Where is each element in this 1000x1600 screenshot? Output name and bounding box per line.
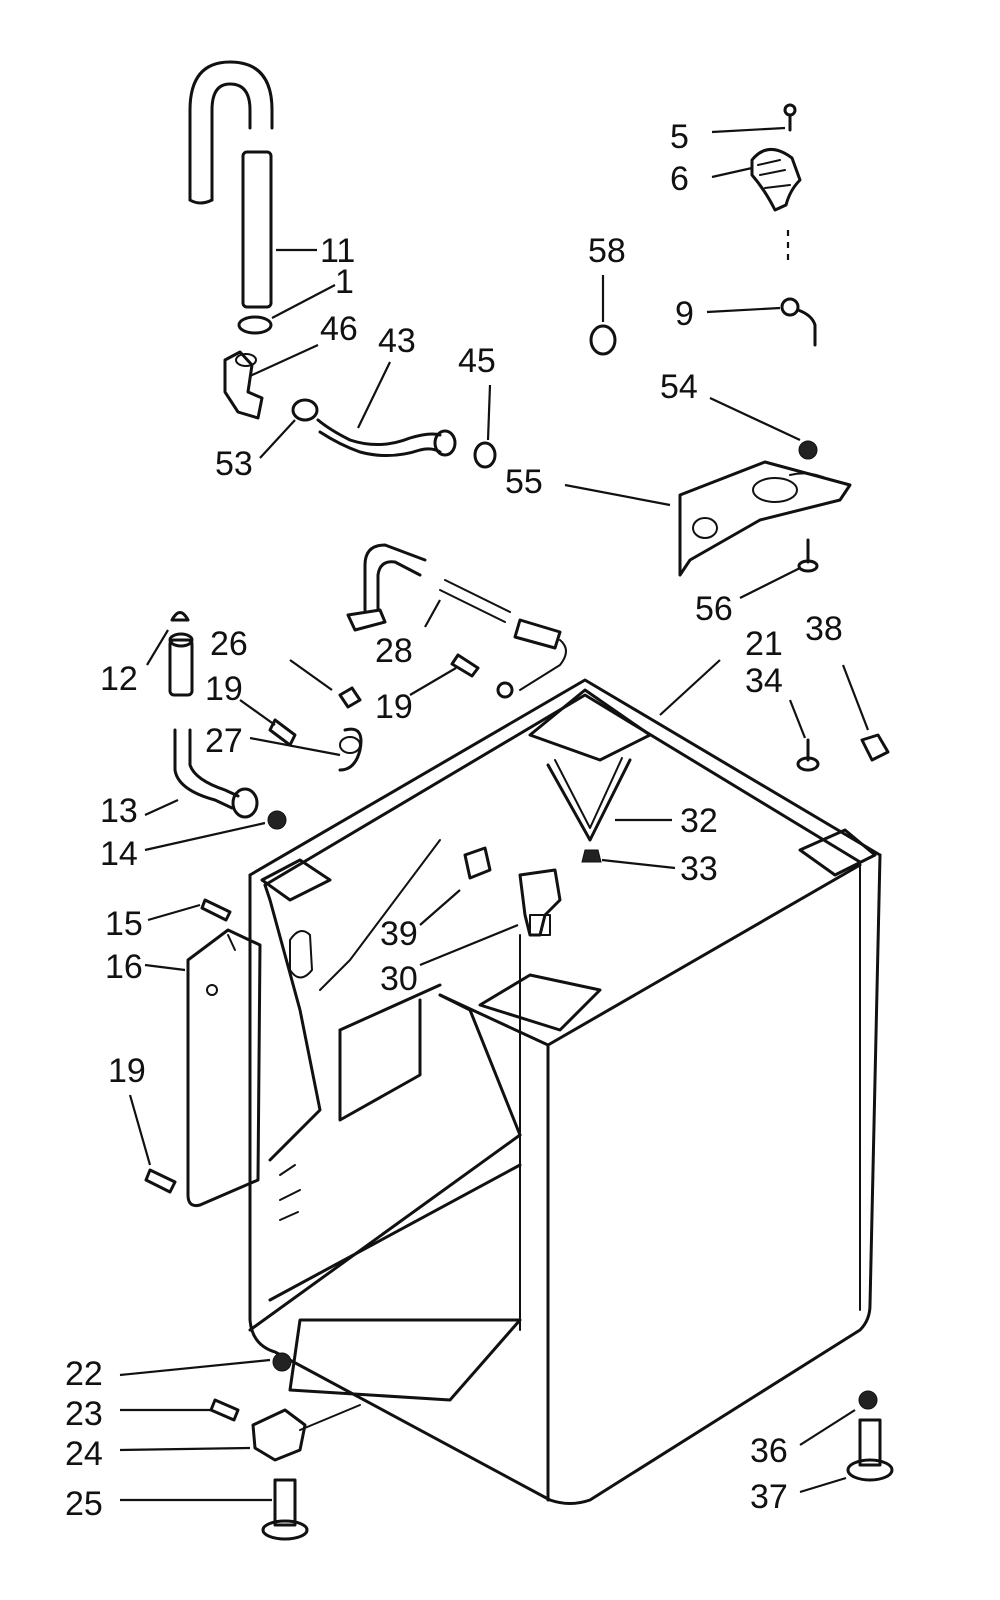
callout-38: 38	[805, 610, 843, 648]
leg-bracket-24	[251, 1404, 361, 1462]
callout-33: 33	[680, 850, 718, 888]
hose-bracket	[750, 148, 802, 212]
drain-hose	[188, 60, 274, 309]
callout-6: 6	[670, 160, 689, 198]
clip-26	[338, 686, 362, 709]
hose-elbow	[223, 350, 264, 420]
callout-27: 27	[205, 722, 243, 760]
bracket-55	[678, 460, 852, 577]
callout-28: 28	[375, 632, 413, 670]
callout-19-mid: 19	[205, 670, 243, 708]
bracket-39	[319, 839, 492, 991]
clamp-45	[473, 441, 497, 469]
callout-53: 53	[215, 445, 253, 483]
callout-19-lower: 19	[108, 1052, 146, 1090]
screw-15	[200, 898, 232, 922]
callout-21: 21	[745, 625, 783, 663]
callout-5: 5	[670, 118, 689, 156]
callout-30: 30	[380, 960, 418, 998]
cover-16	[186, 928, 262, 1207]
valve-30	[518, 868, 562, 937]
callout-12: 12	[100, 660, 138, 698]
callout-25: 25	[65, 1485, 103, 1523]
connecting-hose	[316, 418, 457, 457]
screw-19-upper	[450, 653, 514, 699]
callout-24: 24	[65, 1435, 103, 1473]
nut-33	[581, 849, 602, 863]
leader-lines	[119, 126, 870, 1502]
callout-54: 54	[660, 368, 698, 406]
hose-clamp-ring	[237, 315, 273, 335]
screw-5	[783, 103, 797, 132]
leveling-foot-37	[846, 1418, 894, 1482]
part-27	[338, 727, 363, 772]
callout-34: 34	[745, 662, 783, 700]
callout-55: 55	[505, 463, 543, 501]
inlet-pipe-13	[168, 632, 259, 819]
clip-9	[780, 297, 817, 347]
callout-26: 26	[210, 625, 248, 663]
screw-34	[796, 738, 820, 772]
screw-56	[797, 538, 819, 573]
cap-12	[170, 611, 190, 622]
nut-54	[798, 440, 818, 460]
callout-16: 16	[105, 948, 143, 986]
callout-43: 43	[378, 322, 416, 360]
callout-22: 22	[65, 1355, 103, 1393]
callout-19-upper: 19	[375, 688, 413, 726]
nut-22	[272, 1352, 292, 1372]
callout-15: 15	[105, 905, 143, 943]
tube-28	[346, 543, 567, 691]
callout-23: 23	[65, 1395, 103, 1433]
cabinet-21	[248, 678, 882, 1505]
screw-19-lower	[144, 1168, 177, 1194]
pin-23	[209, 1398, 240, 1422]
washer-14	[267, 810, 287, 830]
clamp-53	[291, 398, 319, 422]
spring-32	[546, 757, 632, 842]
callout-46: 46	[320, 310, 358, 348]
nut-36	[858, 1390, 878, 1410]
callout-36: 36	[750, 1432, 788, 1470]
callout-9: 9	[675, 295, 694, 333]
plug-58	[589, 324, 617, 356]
leveling-foot-25	[261, 1478, 309, 1541]
callout-11: 11	[320, 232, 355, 270]
callout-14: 14	[100, 835, 138, 873]
callout-45: 45	[458, 342, 496, 380]
callout-labels: 5 6 11 1 58 9 46 43 45 54 53 55 56 21 34…	[65, 118, 843, 1523]
part-38	[860, 733, 890, 762]
callout-58: 58	[588, 232, 626, 270]
callout-1: 1	[335, 263, 354, 301]
callout-37: 37	[750, 1478, 788, 1516]
callout-56: 56	[695, 590, 733, 628]
callout-13: 13	[100, 792, 138, 830]
callout-39: 39	[380, 915, 418, 953]
callout-32: 32	[680, 802, 718, 840]
